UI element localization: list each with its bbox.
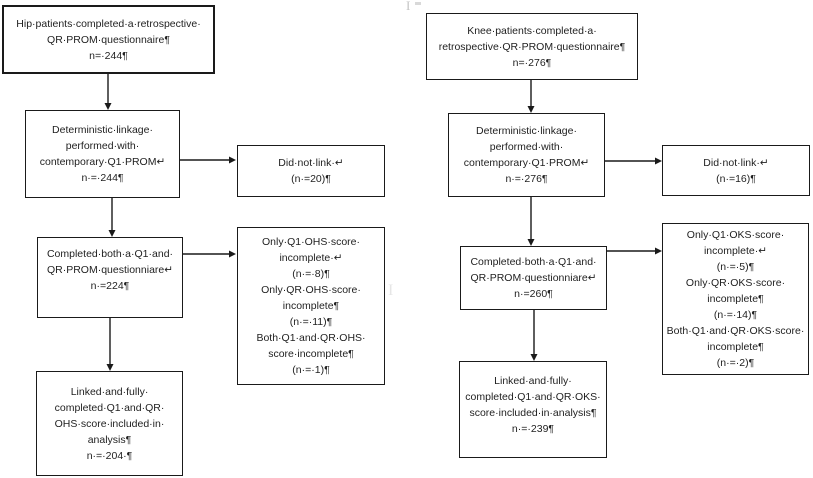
arrow-hip-completed-to-incomplete	[183, 250, 236, 258]
arrow-hip-linkage-to-completed	[108, 198, 116, 237]
knee-did-not-link-box: Did·not·link·↵ (n·=16)¶	[662, 145, 810, 196]
knee-included-in-analysis-box: Linked·and·fully· completed·Q1·and·QR·OK…	[459, 361, 607, 458]
arrow-knee-linkage-to-did-not-link	[605, 157, 662, 165]
hip-incomplete-details-box: Only·Q1·OHS·score· incomplete·↵ (n·=·8)¶…	[237, 227, 385, 385]
arrow-hip-start-to-linkage	[104, 74, 112, 110]
stray-smudge-artifact	[415, 2, 421, 5]
arrow-hip-linkage-to-did-not-link	[180, 156, 236, 164]
hip-linkage-box: Deterministic·linkage· performed·with· c…	[25, 110, 180, 198]
arrow-knee-start-to-linkage	[527, 80, 535, 113]
hip-did-not-link-box: Did·not·link·↵ (n·=20)¶	[237, 145, 385, 197]
arrow-knee-completed-to-incomplete	[607, 247, 662, 255]
hip-included-in-analysis-box: Linked·and·fully· completed·Q1·and·QR· O…	[36, 371, 183, 476]
hip-start-box: Hip·patients·completed·a·retrospective· …	[2, 5, 215, 74]
hip-completed-both-box: Completed·both·a·Q1·and· QR·PROM·questio…	[37, 237, 183, 318]
knee-linkage-box: Deterministic·linkage· performed·with· c…	[448, 113, 605, 197]
arrow-hip-completed-to-included	[106, 318, 114, 371]
knee-completed-both-box: Completed·both·a·Q1·and· QR·PROM·questio…	[460, 246, 607, 310]
arrow-knee-completed-to-included	[530, 310, 538, 361]
knee-incomplete-details-box: Only·Q1·OKS·score· incomplete·↵ (n·=·5)¶…	[662, 223, 809, 375]
knee-start-box: Knee·patients·completed·a· retrospective…	[426, 13, 638, 80]
arrow-knee-linkage-to-completed	[527, 197, 535, 246]
